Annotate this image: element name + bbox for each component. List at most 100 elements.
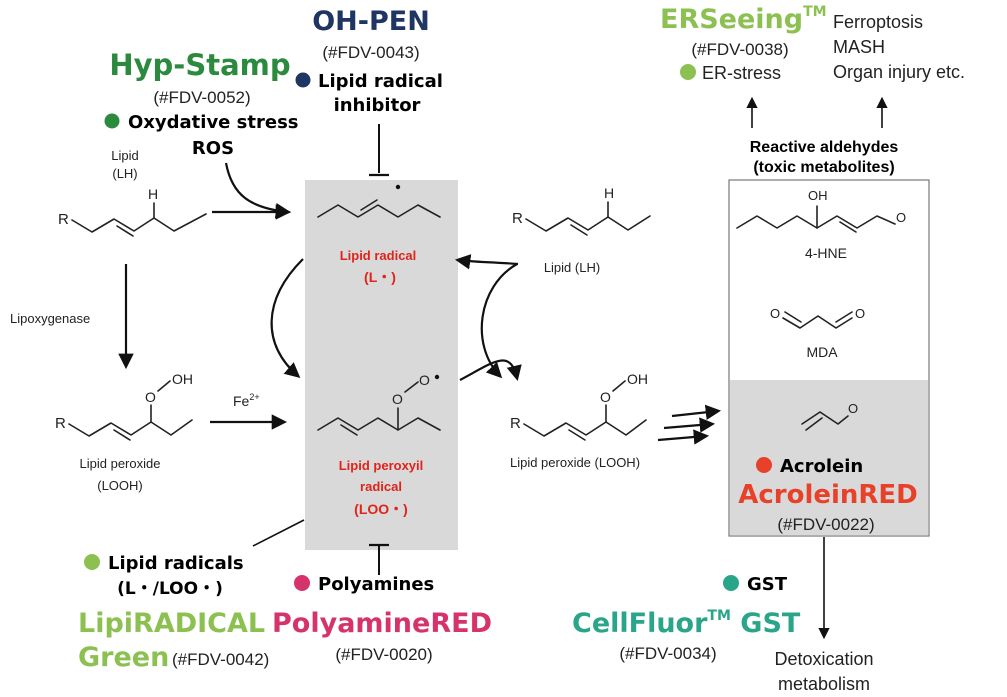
lipiradical-target2: (L・/LOO・) xyxy=(117,579,223,599)
lipid-peroxide-left-label1: Lipid peroxide xyxy=(80,456,161,471)
right-cycle-arrow xyxy=(480,263,518,379)
hyp-stamp-target2: ROS xyxy=(192,138,234,159)
lipid-radical-structure xyxy=(317,204,441,218)
lipiradical-name2: Green xyxy=(78,642,169,673)
lipid-peroxyl-label2: radical xyxy=(360,479,402,494)
radical-dot xyxy=(395,184,401,190)
lipid-lh-left-label2: (LH) xyxy=(112,166,137,181)
erseeing-tm: TM xyxy=(803,4,826,20)
fe-label-main: Fe xyxy=(233,393,250,409)
lipid-peroxyl-label1: Lipid peroxyil xyxy=(339,458,424,473)
hyp-stamp-dot xyxy=(104,113,120,129)
lipid-peroxide-right-double-bond xyxy=(568,429,586,441)
radical-to-peroxyl-arrow xyxy=(270,258,304,379)
acrolein-structure xyxy=(801,411,849,425)
mda-double-bond-right xyxy=(835,311,853,323)
oh-pen-target1: Lipid radical xyxy=(318,71,443,92)
outcome-organ-injury: Organ injury etc. xyxy=(833,62,965,82)
lipid-lh-right-r: R xyxy=(512,210,523,227)
lipid-radical-label1: Lipid radical xyxy=(340,248,417,263)
cellfluor-tm: TM xyxy=(707,608,730,624)
hne-label: 4-HNE xyxy=(805,245,847,261)
lipid-peroxide-right-structure xyxy=(523,419,647,437)
lipid-lh-to-radical-arrow xyxy=(454,254,519,270)
outcome-ferroptosis: Ferroptosis xyxy=(833,12,923,32)
acrolein-target: Acrolein xyxy=(780,456,863,477)
acroleinred-code: (#FDV-0022) xyxy=(777,515,874,534)
lipid-peroxide-left-double-bond xyxy=(113,429,131,441)
cellfluor-name-gst: GST xyxy=(731,608,801,639)
gst-target: GST xyxy=(747,574,788,595)
lipiradical-name1: LipiRADICAL xyxy=(78,608,265,639)
peroxyl-radical-dot xyxy=(434,374,440,380)
gst-dot xyxy=(723,575,739,591)
mda-double-bond-left xyxy=(784,311,802,323)
lipid-lh-right-double-bond xyxy=(570,224,588,236)
oh-pen-name: OH-PEN xyxy=(312,6,430,37)
lipid-peroxide-right-label: Lipid peroxide (LOOH) xyxy=(510,455,640,470)
lipiradical-dot xyxy=(84,554,100,570)
oh-pen-code: (#FDV-0043) xyxy=(322,43,419,62)
lipid-peroxyl-o1: O xyxy=(392,391,403,407)
ros-to-radical-arrow xyxy=(224,162,292,219)
cellfluor-code: (#FDV-0034) xyxy=(619,644,716,663)
lipid-peroxide-left-structure xyxy=(68,419,193,437)
erseeing-name-main: ERSeeing xyxy=(660,4,803,35)
reactive-aldehydes-label: Reactive aldehydes xyxy=(750,139,899,156)
lipid-peroxide-right-o: O xyxy=(600,389,611,405)
mda-structure xyxy=(782,315,853,329)
peroxyl-to-lipid-peroxide-arrow xyxy=(459,359,522,381)
mda-o-right: O xyxy=(855,306,865,321)
erseeing-dot xyxy=(680,64,696,80)
hne-o: O xyxy=(896,210,906,225)
hyp-stamp-code: (#FDV-0052) xyxy=(153,88,250,107)
erseeing-code: (#FDV-0038) xyxy=(691,40,788,59)
cellfluor-name: CellFluorTM GST xyxy=(572,608,801,639)
hne-double-bond xyxy=(839,221,857,233)
lipoxygenase-label: Lipoxygenase xyxy=(10,311,90,326)
lipid-peroxide-right-oh-bond xyxy=(612,380,626,392)
lipid-peroxide-left-oh: OH xyxy=(172,371,193,387)
to-aldehyde-arrow-2 xyxy=(663,417,716,433)
acrolein-o: O xyxy=(848,401,858,416)
lipid-radical-double-bond xyxy=(360,199,378,211)
lipid-peroxyl-o2-bond xyxy=(404,381,419,393)
acroleinred-name: AcroleinRED xyxy=(738,480,918,510)
toxic-metabolites-label: (toxic metabolites) xyxy=(753,159,894,176)
polyamine-dot xyxy=(294,575,310,591)
lipid-lh-left-h: H xyxy=(148,186,158,202)
to-aldehyde-arrow-1 xyxy=(671,404,722,420)
lipid-peroxyl-double-bond xyxy=(340,424,358,436)
mda-label: MDA xyxy=(806,344,838,360)
lipid-peroxyl-o2: O xyxy=(419,372,430,388)
lipid-peroxide-left-r: R xyxy=(55,415,66,432)
acrolein-double-bond xyxy=(805,417,823,431)
polyaminered-name: PolyamineRED xyxy=(272,608,492,639)
polyamine-target: Polyamines xyxy=(318,574,434,595)
lipiradical-pointer-line xyxy=(252,519,305,547)
acrolein-dot xyxy=(756,457,772,473)
mda-o-left: O xyxy=(770,306,780,321)
lipiradical-code: (#FDV-0042) xyxy=(172,650,269,669)
polyaminered-code: (#FDV-0020) xyxy=(335,645,432,664)
hyp-stamp-target1: Oxydative stress xyxy=(128,112,299,133)
cellfluor-name-main: CellFluor xyxy=(572,608,708,639)
lipid-peroxyl-label3: (LOO・) xyxy=(354,501,408,517)
erseeing-target: ER-stress xyxy=(702,63,781,83)
fe-label-sup: 2+ xyxy=(249,392,259,402)
oh-pen-dot xyxy=(295,72,311,88)
to-aldehyde-arrow-3 xyxy=(657,429,710,445)
lipid-lh-right-h: H xyxy=(604,185,614,201)
lipid-radical-label2: (L・) xyxy=(364,269,396,285)
lipid-peroxide-right-oh: OH xyxy=(627,371,648,387)
lipid-lh-left-r: R xyxy=(58,211,69,228)
fe-label: Fe2+ xyxy=(233,392,260,409)
lipid-lh-left-structure xyxy=(71,213,207,233)
lipid-lh-left-double-bond xyxy=(116,225,134,237)
lipid-lh-right-structure xyxy=(525,215,651,232)
hne-oh: OH xyxy=(808,188,828,203)
lipid-peroxide-left-label2: (LOOH) xyxy=(97,478,143,493)
outcome-mash: MASH xyxy=(833,37,885,57)
oh-pen-target2: inhibitor xyxy=(334,95,421,116)
detox-label2: metabolism xyxy=(778,674,870,694)
